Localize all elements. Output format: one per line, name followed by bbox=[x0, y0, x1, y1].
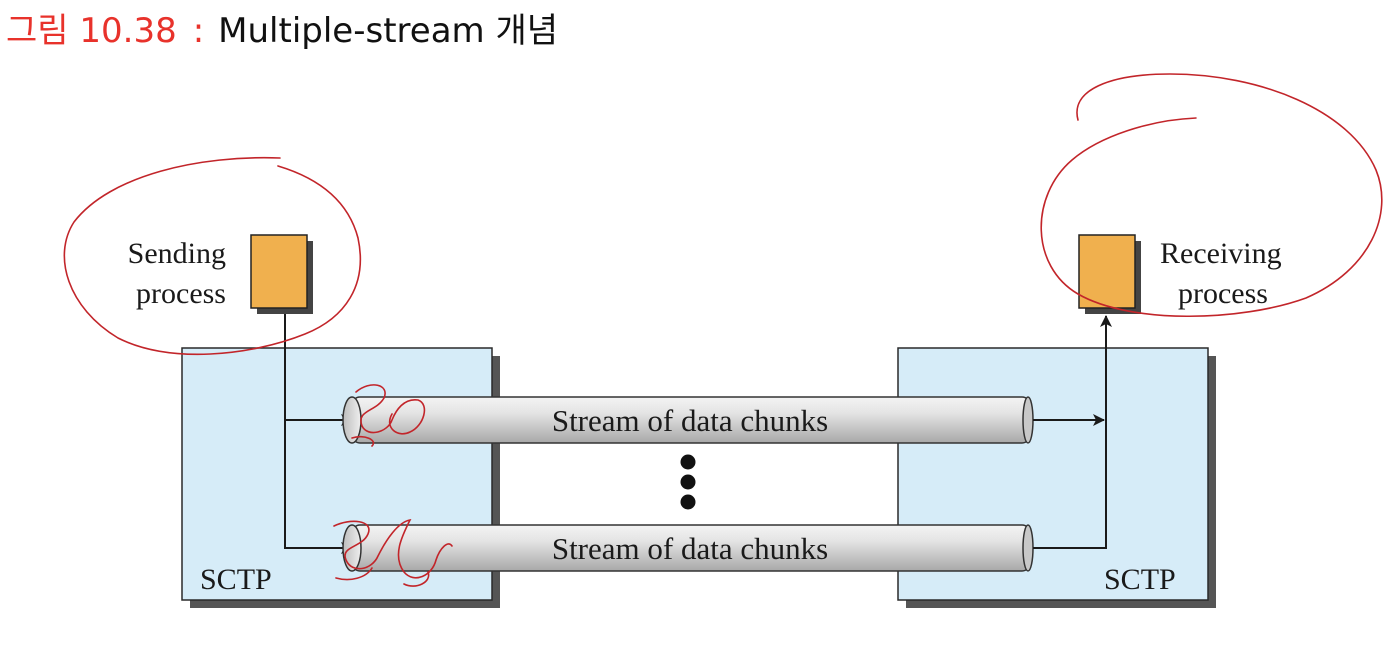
sender-sctp-label: SCTP bbox=[200, 563, 272, 596]
sending-process-label-line2: process bbox=[136, 277, 226, 310]
figure-caption: 그림 10.38: Multiple-stream 개념 bbox=[6, 14, 558, 48]
receiving-process-label-line1: Receiving bbox=[1160, 237, 1282, 270]
more-streams-dots bbox=[680, 454, 696, 510]
sending-process: Sending process bbox=[128, 234, 313, 314]
sender-connectors bbox=[284, 314, 353, 554]
scribble-annotation-2 bbox=[333, 518, 453, 587]
sending-process-label-line1: Sending bbox=[128, 237, 226, 270]
figure-separator: : bbox=[192, 11, 205, 51]
figure-label: 그림 10.38 bbox=[6, 11, 177, 51]
stream-tube-2: Stream of data chunks bbox=[342, 524, 1034, 572]
sender-circle-annotation bbox=[63, 156, 362, 356]
scribble-annotation-1 bbox=[351, 384, 426, 447]
stream-1-label: Stream of data chunks bbox=[552, 403, 828, 438]
receiver-sctp-label: SCTP bbox=[1104, 563, 1176, 596]
figure-title: Multiple-stream 개념 bbox=[218, 11, 559, 51]
handwritten-annotations bbox=[63, 73, 1383, 587]
receiver-connectors bbox=[1033, 315, 1112, 549]
receiving-process: Receiving process bbox=[1078, 234, 1282, 314]
stream-tube-1: Stream of data chunks bbox=[342, 396, 1034, 444]
stream-2-label: Stream of data chunks bbox=[552, 531, 828, 566]
receiving-process-label-line2: process bbox=[1178, 277, 1268, 310]
receiver-circle-annotation bbox=[1040, 73, 1383, 318]
